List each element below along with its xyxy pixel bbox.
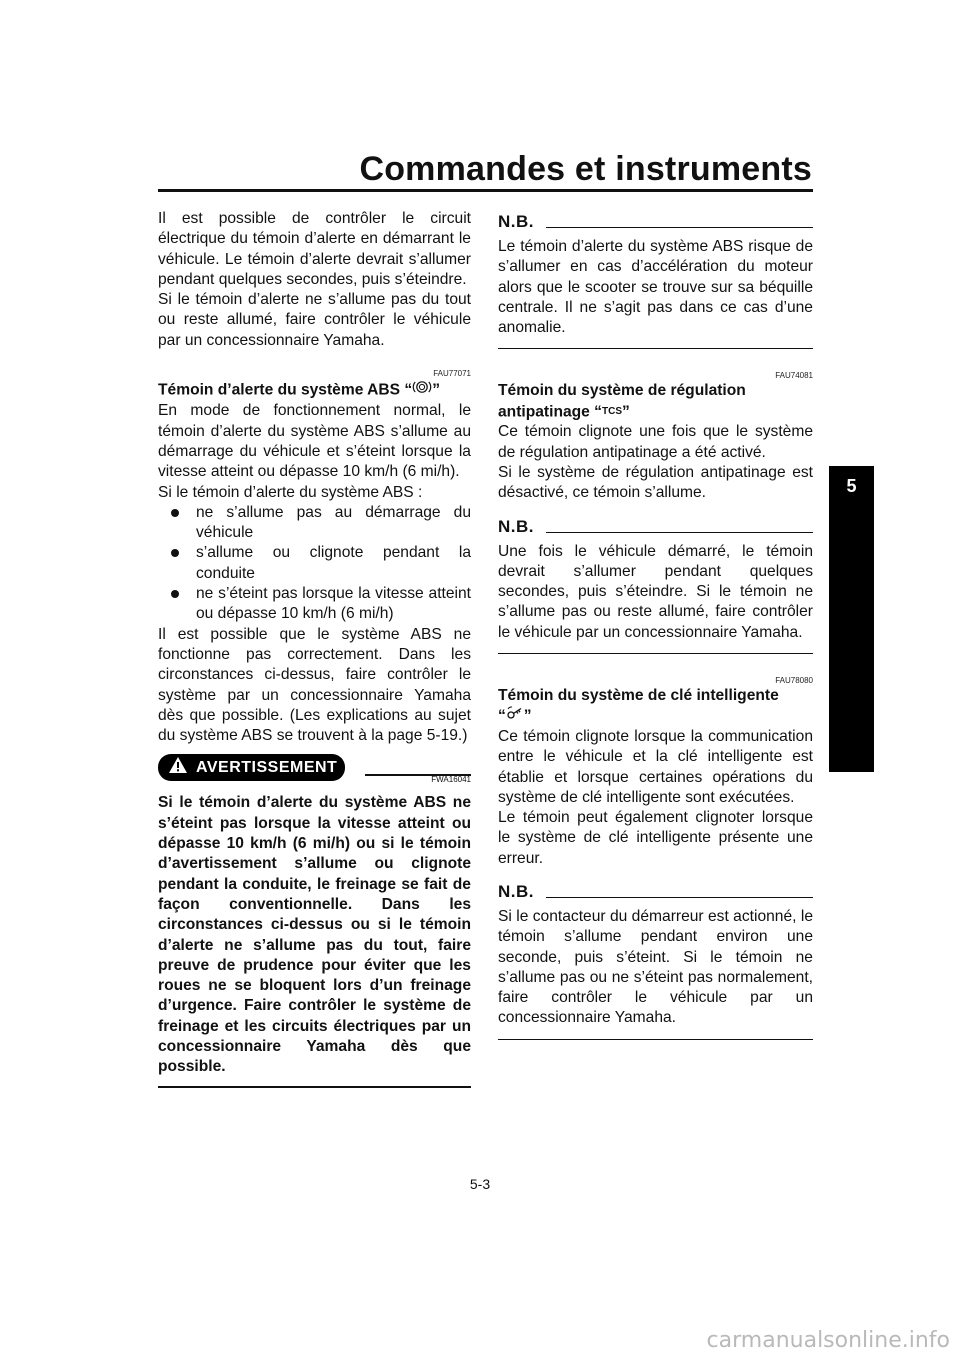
header-rule bbox=[158, 189, 813, 192]
abs-paragraph-3: Il est possible que le système ABS ne fo… bbox=[158, 625, 471, 745]
intro-paragraph-1: Il est possible de contrôler le circuit … bbox=[158, 210, 471, 288]
warning-box: AVERTISSEMENT FWA16041 Si le témoin d’al… bbox=[158, 754, 471, 1088]
warning-header-rule bbox=[365, 773, 471, 776]
abs-warning-icon bbox=[412, 379, 432, 401]
tcs-title-text: Témoin du système de régulation antipati… bbox=[498, 382, 746, 421]
warning-code: FWA16041 bbox=[431, 775, 471, 785]
key-section-code: FAU78080 bbox=[775, 676, 813, 686]
tcs-paragraph-2: Si le système de régulation antipatinage… bbox=[498, 463, 813, 502]
abs-bullet-item: s’allume ou clignote pendant la conduite bbox=[158, 543, 471, 584]
abs-bullet-list: ne s’allume pas au démarrage du véhicule… bbox=[158, 503, 471, 625]
key-paragraph-2: Le témoin peut également clignoter lorsq… bbox=[498, 809, 813, 867]
nb-header-rule bbox=[546, 227, 813, 228]
nb-note-3: N.B. Si le contacteur du démarreur est a… bbox=[498, 881, 813, 1040]
nb-header: N.B. bbox=[498, 881, 813, 903]
abs-title-text: Témoin d’alerte du système ABS “ bbox=[158, 381, 413, 399]
nb-note-1: N.B. Le témoin d’alerte du système ABS r… bbox=[498, 211, 813, 350]
warning-text: Si le témoin d’alerte du système ABS ne … bbox=[158, 794, 471, 1076]
nb-label: N.B. bbox=[498, 212, 534, 231]
right-column: N.B. Le témoin d’alerte du système ABS r… bbox=[498, 209, 813, 1040]
nb-header: N.B. bbox=[498, 516, 813, 538]
nb-end-rule bbox=[498, 1038, 813, 1040]
key-section-title-icon-line: “” bbox=[498, 706, 813, 727]
watermark: carmanualsonline.info bbox=[706, 1328, 950, 1353]
key-title-close: ” bbox=[523, 707, 532, 725]
nb-label: N.B. bbox=[498, 516, 534, 536]
nb-note-2: N.B. Une fois le véhicule démarré, le té… bbox=[498, 516, 813, 655]
abs-section-code: FAU77071 bbox=[433, 369, 471, 379]
key-section-title: Témoin du système de clé intelligente bbox=[498, 687, 779, 705]
page-number: 5-3 bbox=[469, 1176, 491, 1192]
intro-paragraph-2: Si le témoin d’alerte ne s’allume pas du… bbox=[158, 291, 471, 349]
abs-title-close: ” bbox=[432, 381, 440, 399]
abs-section-title: Témoin d’alerte du système ABS “ ” bbox=[158, 379, 471, 401]
tcs-title-close: ” bbox=[621, 403, 630, 421]
chapter-number: 5 bbox=[846, 476, 857, 496]
abs-bullet-item: ne s’éteint pas lorsque la vitesse attei… bbox=[158, 584, 471, 625]
warning-end-rule bbox=[158, 1085, 471, 1088]
key-paragraph-1: Ce témoin clignote lorsque la communicat… bbox=[498, 727, 813, 806]
tcs-indicator-icon: TCS bbox=[601, 405, 622, 417]
tcs-section-code: FAU74081 bbox=[775, 371, 813, 381]
page-header-title: Commandes et instruments bbox=[359, 150, 812, 188]
tcs-section-title: Témoin du système de régulation antipati… bbox=[498, 381, 813, 422]
warning-header: AVERTISSEMENT bbox=[158, 754, 471, 782]
nb-text: Si le contacteur du démarreur est action… bbox=[498, 907, 813, 1027]
warning-label: AVERTISSEMENT bbox=[196, 758, 338, 776]
abs-paragraph-1: En mode de fonctionnement normal, le tém… bbox=[158, 402, 471, 481]
nb-label: N.B. bbox=[498, 881, 534, 901]
key-title-open: “ bbox=[498, 707, 506, 725]
nb-header-rule bbox=[546, 896, 813, 898]
left-column: Il est possible de contrôler le circuit … bbox=[158, 209, 471, 1088]
nb-header: N.B. bbox=[498, 211, 813, 233]
abs-bullet-item: ne s’allume pas au démarrage du véhicule bbox=[158, 503, 471, 544]
smart-key-icon bbox=[506, 706, 524, 726]
warning-badge: AVERTISSEMENT bbox=[158, 754, 346, 782]
nb-header-rule bbox=[546, 531, 813, 533]
abs-paragraph-2: Si le témoin d’alerte du système ABS : bbox=[158, 483, 423, 501]
nb-end-rule bbox=[498, 348, 813, 350]
tcs-paragraph-1: Ce témoin clignote une fois que le systè… bbox=[498, 423, 813, 461]
nb-text: Le témoin d’alerte du système ABS risque… bbox=[498, 238, 813, 337]
warning-triangle-icon bbox=[168, 756, 188, 780]
chapter-tab: 5 bbox=[829, 466, 874, 772]
nb-end-rule bbox=[498, 653, 813, 655]
nb-text: Une fois le véhicule démarré, le témoin … bbox=[498, 542, 813, 641]
